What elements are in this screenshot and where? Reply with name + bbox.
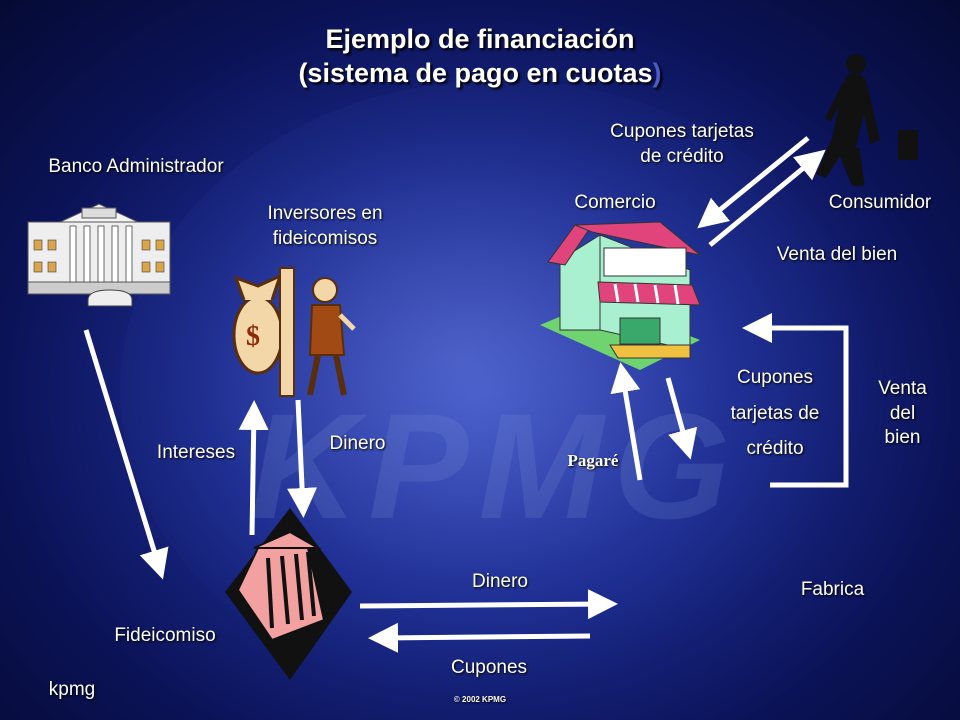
copyright-notice: © 2002 KPMG — [453, 695, 507, 704]
label-pagare: Pagaré — [567, 451, 619, 470]
title-line-2-end: ) — [652, 58, 662, 88]
label-cupones-tarjetas-line1: Cupones tarjetas — [610, 121, 754, 142]
label-venta-bien-right: Venta del bien — [855, 377, 950, 451]
arrow-venta-to-consumidor — [708, 149, 826, 247]
title-line-1: Ejemplo de financiación — [325, 24, 635, 54]
label-cupones-r1: Cupones — [736, 367, 814, 388]
arrow-dinero-down — [287, 399, 318, 518]
arrow-dinero-right — [359, 589, 618, 620]
kpmg-watermark: KPMG — [250, 382, 740, 550]
label-banco-administrador: Banco Administrador — [48, 156, 224, 177]
label-venta-del-bien: Venta del bien — [776, 244, 898, 265]
arrow-pagare-up — [610, 362, 643, 481]
arrow-bracket-right — [742, 313, 849, 488]
label-cupones-r3: crédito — [746, 438, 804, 460]
label-cupones-tarjetas-credito: Cupones tarjetas de crédito — [705, 360, 845, 467]
label-venta-r3: bien — [884, 427, 921, 449]
label-inversores: Inversores en fideicomisos — [240, 202, 410, 251]
trust-institution-icon — [225, 508, 352, 680]
svg-text:$: $ — [246, 321, 260, 352]
label-cupones-bottom: Cupones — [450, 657, 528, 678]
arrow-cupones-left — [368, 622, 591, 653]
shop-icon — [540, 221, 701, 370]
arrow-comercio-down — [665, 377, 698, 460]
label-intereses: Intereses — [156, 442, 236, 463]
money-bag-investor-icon: $ — [232, 267, 356, 397]
label-comercio: Comercio — [574, 192, 656, 213]
arrow-intereses — [238, 400, 269, 536]
label-dinero-bottom: Dinero — [472, 571, 528, 592]
label-venta-r2: del — [889, 402, 916, 424]
label-inversores-line1: Inversores en — [267, 203, 383, 224]
bank-building-icon — [27, 203, 171, 307]
label-cupones-tarjetas: Cupones tarjetas de crédito — [582, 120, 782, 169]
arrow-bank-to-fideicomiso — [83, 329, 169, 580]
label-fabrica: Fabrica — [800, 579, 865, 600]
flow-arrows — [83, 136, 849, 653]
label-dinero-top: Dinero — [329, 433, 386, 454]
walking-businessman-icon — [816, 54, 918, 187]
label-fideicomiso: Fideicomiso — [114, 625, 216, 646]
title-line-2: (sistema de pago en cuotas — [298, 58, 653, 88]
label-consumidor: Consumidor — [828, 192, 932, 213]
label-cupones-r2: tarjetas de — [730, 402, 820, 424]
label-venta-r1: Venta — [878, 378, 927, 399]
page-title: Ejemplo de financiación (sistema de pago… — [0, 22, 960, 90]
label-inversores-line2: fideicomisos — [272, 227, 378, 249]
label-kpmg: kpmg — [48, 679, 96, 700]
label-cupones-tarjetas-line2: de crédito — [640, 145, 724, 167]
arrow-cupones-to-comercio — [697, 136, 810, 229]
